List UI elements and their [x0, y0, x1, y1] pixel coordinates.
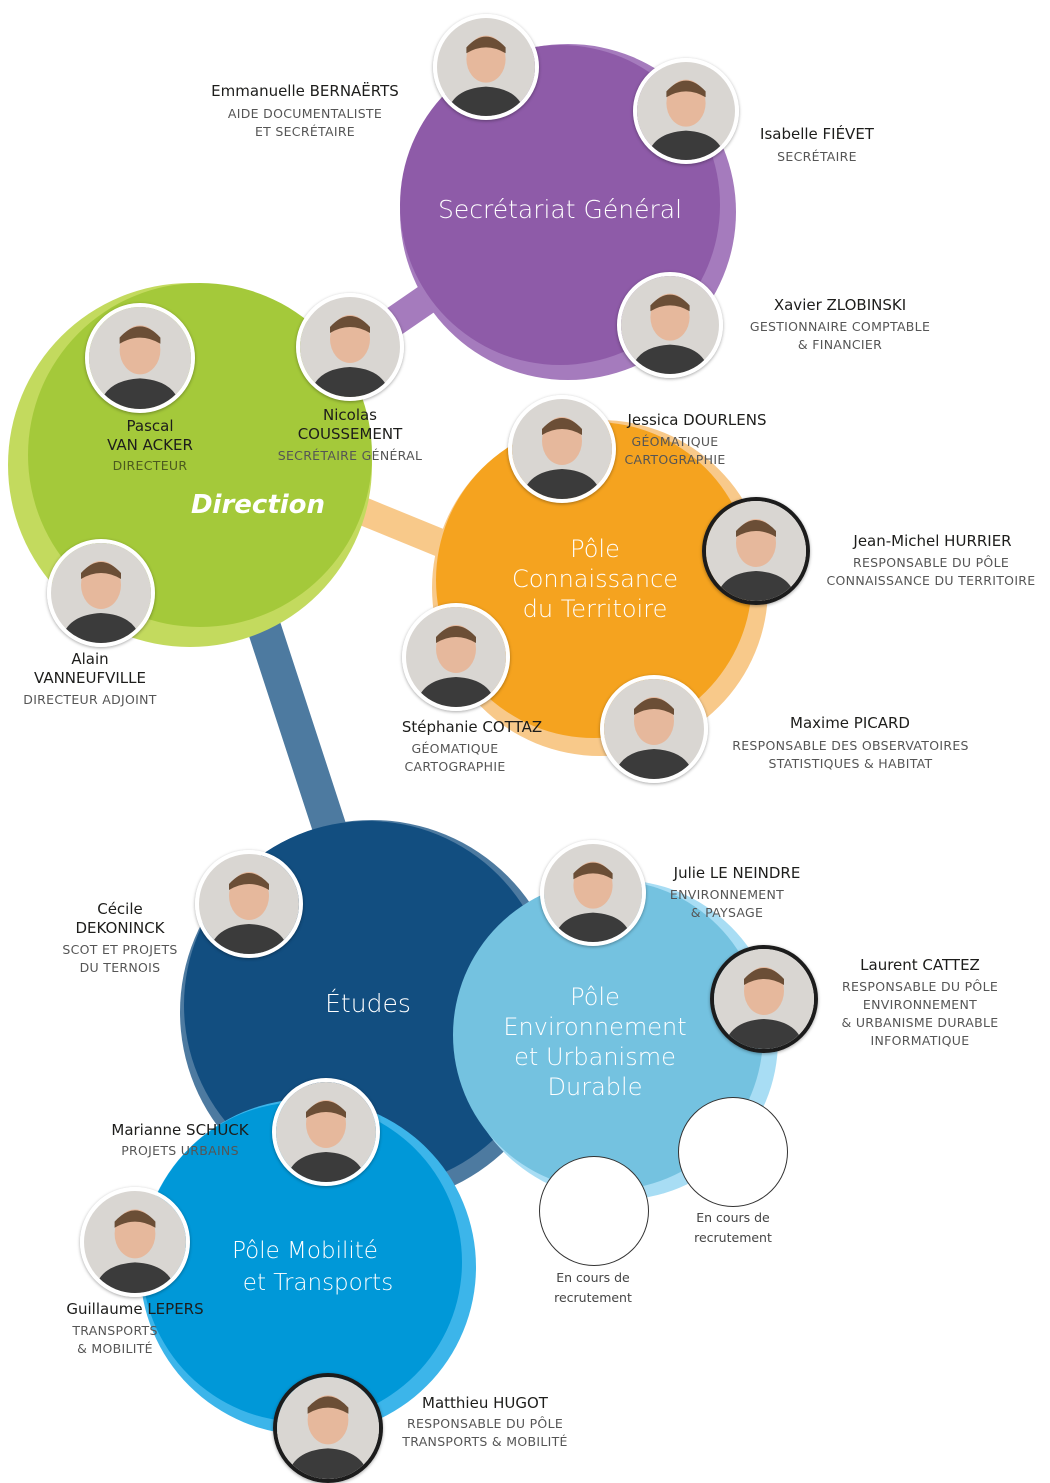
role-lepers: TRANSPORTS& MOBILITÉ — [72, 1323, 158, 1356]
avatar-leneindre — [540, 840, 646, 946]
avatar-vanacker — [85, 303, 195, 413]
role-vanacker: DIRECTEUR — [112, 458, 188, 473]
environnement-title-line3: et Urbanisme — [514, 1043, 676, 1071]
avatar-zlobinski — [617, 272, 723, 378]
avatar-picard — [600, 675, 708, 783]
avatar-lepers — [80, 1187, 190, 1297]
name-cattez: Laurent CATTEZ — [860, 956, 980, 974]
avatar-hugot — [273, 1373, 383, 1483]
connaissance-title-line3: du Territoire — [523, 595, 668, 623]
mobilite-title-line2: et Transports — [243, 1270, 393, 1296]
avatar-hurrier — [702, 497, 810, 605]
role-zlobinski: GESTIONNAIRE COMPTABLE& FINANCIER — [749, 319, 931, 352]
role-fievet: SECRÉTAIRE — [777, 149, 857, 164]
name-bernaerts: Emmanuelle BERNAËRTS — [211, 82, 399, 100]
name-cottaz: Stéphanie COTTAZ — [401, 718, 543, 736]
name-picard: Maxime PICARD — [790, 714, 910, 732]
role-coussement: SECRÉTAIRE GÉNÉRAL — [277, 448, 423, 463]
environnement-circle — [453, 880, 763, 1190]
vacancy-circle-2 — [678, 1097, 788, 1207]
secretariat-title: Secrétariat Général — [438, 195, 682, 224]
name-hugot: Matthieu HUGOT — [422, 1394, 548, 1412]
environnement-title-line2: Environnement — [503, 1013, 686, 1041]
name-dourlens: Jessica DOURLENS — [627, 411, 767, 429]
vacancy-circle-1 — [539, 1156, 649, 1266]
environnement-title-line1: Pôle — [570, 983, 620, 1011]
avatar-fievet — [633, 58, 739, 164]
avatar-cottaz — [402, 603, 510, 711]
connaissance-title-line1: Pôle — [570, 535, 620, 563]
avatar-bernaerts — [433, 14, 539, 120]
mobilite-title-line1: Pôle Mobilité — [232, 1238, 378, 1264]
etudes-title: Études — [325, 989, 411, 1018]
role-vanneufville: DIRECTEUR ADJOINT — [23, 692, 157, 707]
avatar-coussement — [296, 293, 404, 401]
name-hurrier: Jean-Michel HURRIER — [853, 532, 1012, 550]
name-fievet: Isabelle FIÉVET — [760, 125, 874, 143]
connector-direction-etudes — [243, 609, 357, 866]
avatar-cattez — [710, 945, 818, 1053]
role-schuck: PROJETS URBAINS — [121, 1143, 239, 1158]
connaissance-title-line2: Connaissance — [512, 565, 678, 593]
avatar-schuck — [272, 1078, 380, 1186]
direction-title: Direction — [191, 490, 325, 520]
avatar-dourlens — [508, 395, 616, 503]
name-lepers: Guillaume LEPERS — [66, 1300, 204, 1318]
avatar-dekoninck — [195, 850, 303, 958]
name-zlobinski: Xavier ZLOBINSKI — [773, 296, 907, 314]
name-schuck: Marianne SCHUCK — [111, 1121, 249, 1139]
connaissance-circle — [436, 422, 752, 738]
name-leneindre: Julie LE NEINDRE — [673, 864, 801, 882]
role-leneindre: ENVIRONNEMENT& PAYSAGE — [669, 887, 785, 920]
environnement-title-line4: Durable — [548, 1073, 643, 1101]
avatar-vanneufville — [47, 539, 155, 647]
mobilite-circle — [142, 1102, 462, 1422]
